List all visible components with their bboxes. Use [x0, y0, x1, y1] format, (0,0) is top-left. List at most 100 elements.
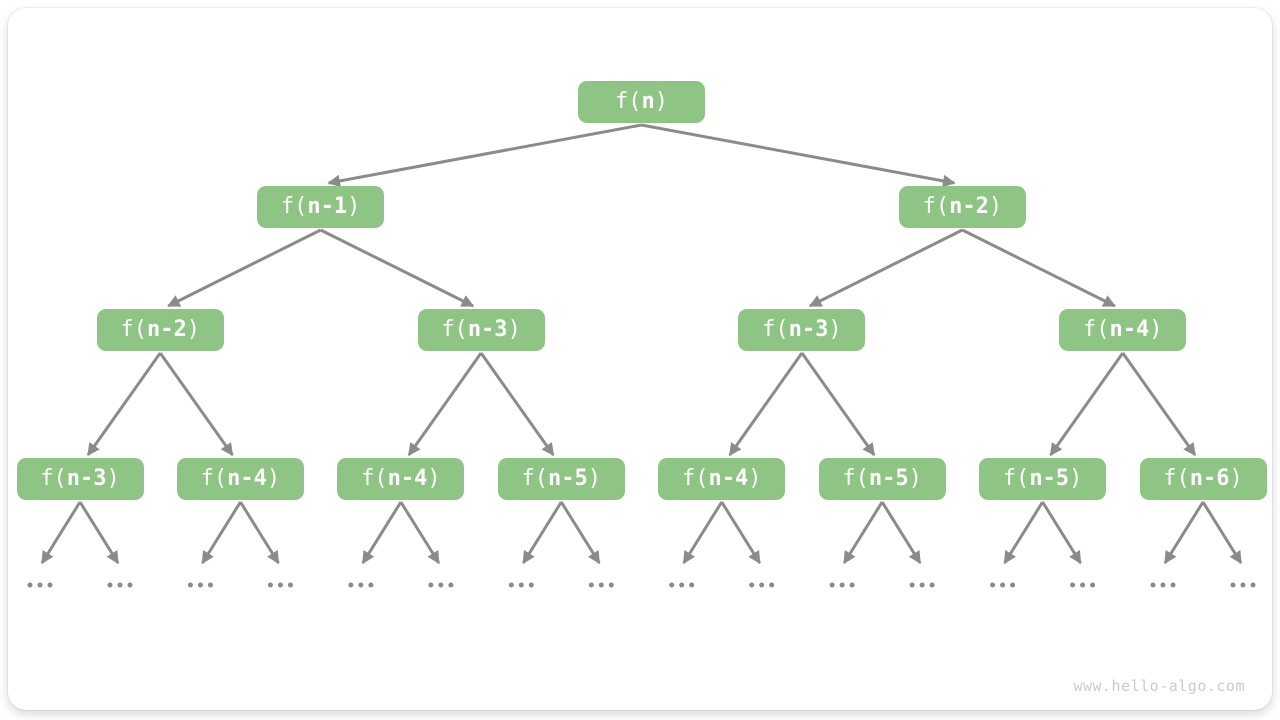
ellipsis: [909, 582, 935, 588]
ellipsis-dot: [348, 582, 354, 588]
edge-arrow: [201, 501, 242, 565]
edge-arrow: [1003, 501, 1044, 565]
edge-arrow: [1163, 501, 1205, 565]
edge-arrow: [1041, 501, 1082, 565]
ellipsis: [749, 582, 775, 588]
edge-arrow: [239, 501, 280, 565]
ellipsis-dot: [508, 582, 514, 588]
ellipsis-dot: [207, 582, 213, 588]
ellipsis-dot: [679, 582, 685, 588]
tree-node: f(n-4): [337, 458, 465, 500]
tree-node: f(n-2): [96, 309, 224, 351]
ellipsis-dot: [1080, 582, 1086, 588]
ellipsis: [348, 582, 374, 588]
edge-arrow: [158, 352, 234, 457]
tree-node: f(n-1): [257, 186, 385, 228]
ellipsis-dot: [829, 582, 835, 588]
edge-arrow: [1201, 501, 1243, 565]
ellipsis-dot: [1160, 582, 1166, 588]
ellipsis: [27, 582, 53, 588]
edge-arrow: [319, 228, 475, 308]
ellipsis-dot: [909, 582, 915, 588]
ellipsis: [1070, 582, 1096, 588]
tree-node: f(n-4): [658, 458, 786, 500]
ellipsis: [428, 582, 454, 588]
edge-arrow: [361, 501, 403, 565]
edge-arrow: [40, 501, 82, 565]
edge-arrow: [1049, 352, 1125, 457]
edge-arrow: [641, 123, 956, 188]
ellipsis-dot: [37, 582, 43, 588]
ellipsis-dot: [1150, 582, 1156, 588]
ellipsis-dot: [1230, 582, 1236, 588]
tree-node: f(n-3): [417, 309, 545, 351]
ellipsis-dot: [839, 582, 845, 588]
ellipsis-dot: [448, 582, 454, 588]
ellipsis-dot: [689, 582, 695, 588]
edge-arrow: [78, 501, 120, 565]
ellipsis-dot: [267, 582, 273, 588]
ellipsis-dot: [608, 582, 614, 588]
ellipsis-dot: [1250, 582, 1256, 588]
tree-node: f(n-2): [898, 186, 1026, 228]
ellipsis-dot: [438, 582, 444, 588]
tree-node: f(n-3): [738, 309, 866, 351]
ellipsis-dot: [598, 582, 604, 588]
ellipsis-dot: [27, 582, 33, 588]
ellipsis-dot: [528, 582, 534, 588]
tree-node: f(n-3): [16, 458, 144, 500]
edge-arrow: [720, 501, 761, 565]
edge-arrow: [522, 501, 563, 565]
ellipsis-dot: [588, 582, 594, 588]
ellipsis-dot: [769, 582, 775, 588]
tree-node: f(n-5): [497, 458, 625, 500]
ellipsis: [1150, 582, 1176, 588]
ellipsis: [107, 582, 133, 588]
edge-arrow: [880, 501, 922, 565]
tree-node: f(n-6): [1139, 458, 1267, 500]
edge-arrow: [728, 352, 804, 457]
ellipsis-dot: [187, 582, 193, 588]
ellipsis-dot: [358, 582, 364, 588]
ellipsis-dot: [368, 582, 374, 588]
ellipsis: [1230, 582, 1256, 588]
edge-arrow: [1121, 352, 1197, 457]
ellipsis-dot: [749, 582, 755, 588]
ellipsis-dot: [287, 582, 293, 588]
ellipsis-dot: [919, 582, 925, 588]
edge-arrow: [407, 352, 483, 457]
ellipsis-dot: [759, 582, 765, 588]
ellipsis-dot: [929, 582, 935, 588]
edge-arrow: [479, 352, 555, 457]
edge-arrow: [682, 501, 723, 565]
ellipsis: [829, 582, 855, 588]
ellipsis-dot: [277, 582, 283, 588]
edge-arrow: [327, 123, 642, 188]
watermark: www.hello-algo.com: [1073, 677, 1245, 695]
ellipsis-dot: [849, 582, 855, 588]
tree-node: f(n-5): [818, 458, 946, 500]
edge-arrow: [86, 352, 162, 457]
edge-arrow: [399, 501, 441, 565]
ellipsis-dot: [127, 582, 133, 588]
ellipsis-dot: [1070, 582, 1076, 588]
tree-node: f(n): [578, 81, 705, 123]
edge-arrow: [961, 228, 1116, 308]
ellipsis: [990, 582, 1016, 588]
edge-arrow: [842, 501, 884, 565]
tree-node: f(n-4): [176, 458, 304, 500]
ellipsis-dot: [117, 582, 123, 588]
ellipsis: [588, 582, 614, 588]
ellipsis-dot: [197, 582, 203, 588]
ellipsis: [187, 582, 213, 588]
edge-arrow: [808, 228, 964, 308]
tree-node: f(n-5): [979, 458, 1107, 500]
ellipsis-dot: [1000, 582, 1006, 588]
edge-arrow: [800, 352, 876, 457]
ellipsis-dot: [990, 582, 996, 588]
ellipsis-dot: [1240, 582, 1246, 588]
ellipsis: [508, 582, 534, 588]
ellipsis-dot: [518, 582, 524, 588]
ellipsis-dot: [47, 582, 53, 588]
